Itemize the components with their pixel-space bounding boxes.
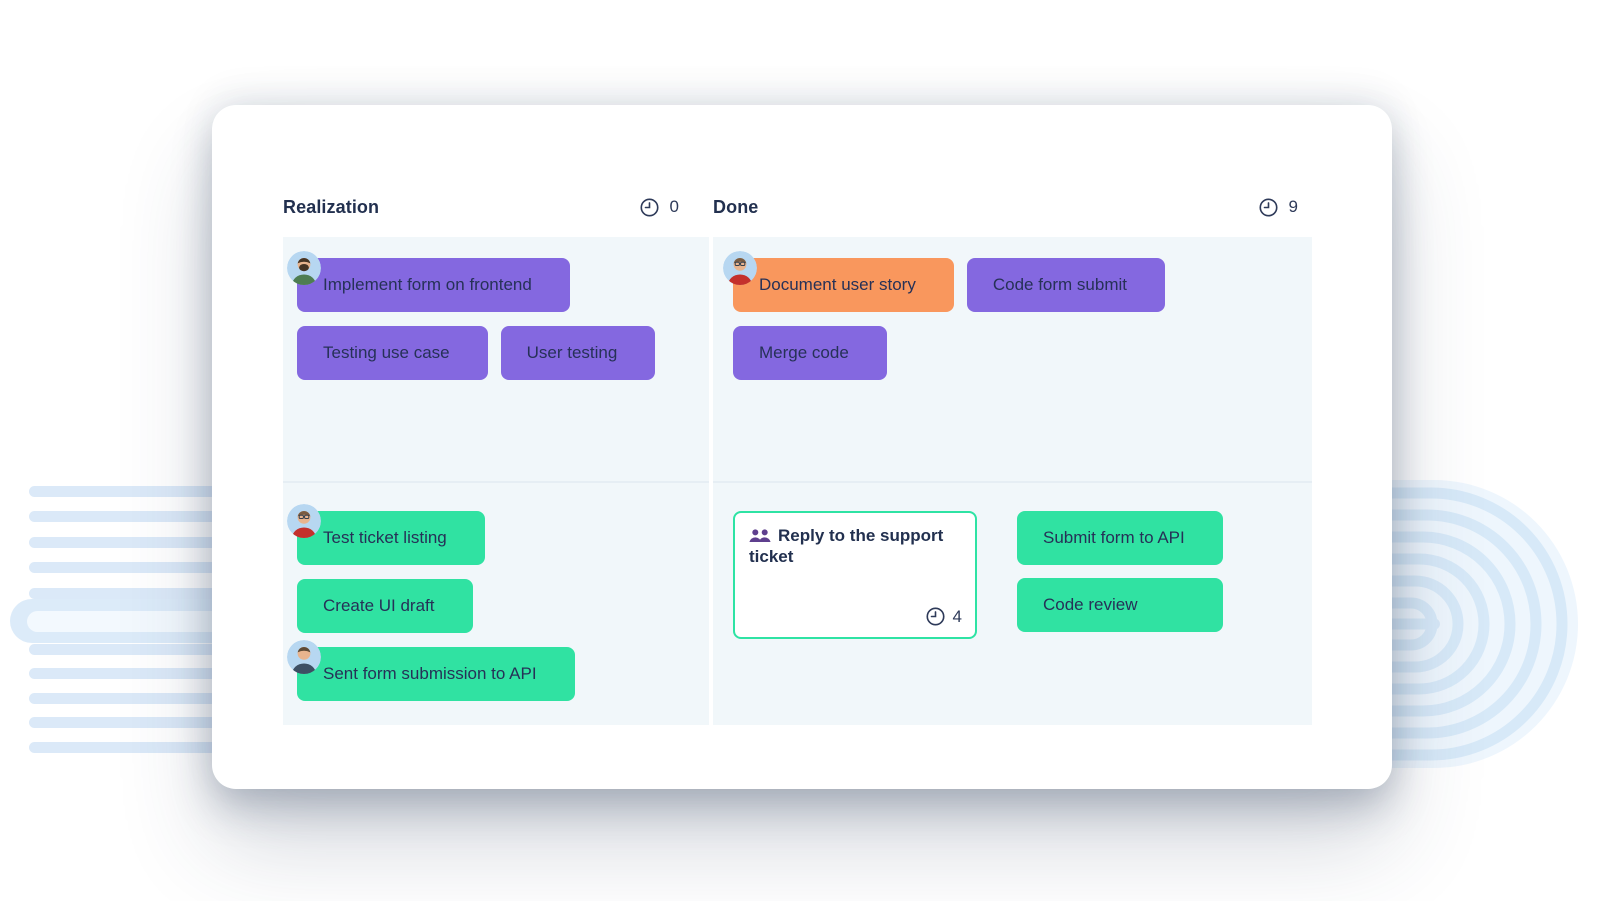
clock-icon	[640, 197, 659, 217]
task-card[interactable]: Sent form submission to API	[287, 640, 575, 701]
lane: Implement form on frontend Testing use c…	[283, 237, 709, 483]
task-card[interactable]: Create UI draft	[297, 579, 473, 633]
kanban-board: Realization 0 Done	[283, 193, 1312, 725]
lane-row: Document user story Code form submit	[723, 251, 1312, 312]
avatar	[723, 251, 757, 285]
task-card-label: User testing	[526, 343, 618, 362]
task-card[interactable]: Merge code	[733, 326, 887, 380]
lane-row: Merge code	[733, 326, 1312, 380]
hour-count-value: 4	[952, 606, 962, 626]
task-card-label: Code review	[1043, 595, 1138, 614]
task-card-label: Code form submit	[992, 275, 1128, 294]
task-card-label: Sent form submission to API	[323, 664, 537, 683]
lane-row: Create UI draft	[297, 579, 709, 633]
kanban-card: Realization 0 Done	[212, 105, 1392, 789]
ticket-hour-count: 4	[925, 606, 962, 627]
lane-row: Reply to the support ticket 4 Submit form…	[733, 511, 1312, 639]
task-card[interactable]: Submit form to API	[1017, 511, 1223, 565]
task-card-label: Document user story	[759, 275, 916, 294]
people-icon	[749, 529, 771, 542]
clock-icon	[1259, 197, 1278, 217]
avatar	[287, 640, 321, 674]
task-card-label: Implement form on frontend	[323, 275, 532, 294]
lane: Reply to the support ticket 4 Submit form…	[713, 483, 1312, 725]
task-card-label: Testing use case	[323, 343, 450, 362]
avatar	[287, 640, 321, 674]
hour-count-value: 0	[669, 197, 679, 216]
card-stack: Submit form to API Code review	[1017, 511, 1223, 632]
clock-icon	[926, 607, 945, 626]
task-card-label: Test ticket listing	[323, 528, 447, 547]
column-headers: Realization 0 Done	[283, 193, 1312, 221]
rings-graphic	[1084, 480, 1578, 768]
avatar	[287, 251, 321, 285]
task-card[interactable]: Document user story	[723, 251, 954, 312]
lane-row: Implement form on frontend	[287, 251, 709, 312]
avatar	[723, 251, 757, 285]
task-card[interactable]: Testing use case	[297, 326, 488, 380]
task-card[interactable]: Test ticket listing	[287, 504, 485, 565]
ticket-title: Reply to the support ticket	[749, 526, 944, 566]
hour-count-value: 9	[1288, 197, 1298, 216]
decorative-rings	[1084, 478, 1586, 770]
lane-row: Sent form submission to API	[287, 640, 709, 701]
column-hour-count: 9	[1258, 197, 1298, 218]
column-header-realization: Realization 0	[283, 193, 709, 221]
column-header-done: Done 9	[713, 193, 1312, 221]
task-card[interactable]: Code review	[1017, 578, 1223, 632]
lane-row: Test ticket listing	[287, 504, 709, 565]
task-card-label: Merge code	[759, 343, 849, 362]
task-card[interactable]: User testing	[500, 326, 656, 380]
task-card[interactable]: Code form submit	[966, 258, 1166, 312]
column-title: Realization	[283, 196, 380, 217]
task-card-label: Create UI draft	[323, 596, 435, 615]
avatar	[287, 504, 321, 538]
avatar	[287, 251, 321, 285]
task-card[interactable]: Implement form on frontend	[287, 251, 570, 312]
column-title: Done	[713, 196, 759, 217]
lane-row: Testing use case User testing	[297, 326, 709, 380]
ticket-card[interactable]: Reply to the support ticket 4	[733, 511, 977, 639]
column-hour-count: 0	[639, 197, 679, 218]
task-card-label: Submit form to API	[1043, 528, 1185, 547]
column-realization: Implement form on frontend Testing use c…	[283, 237, 709, 725]
avatar	[287, 504, 321, 538]
